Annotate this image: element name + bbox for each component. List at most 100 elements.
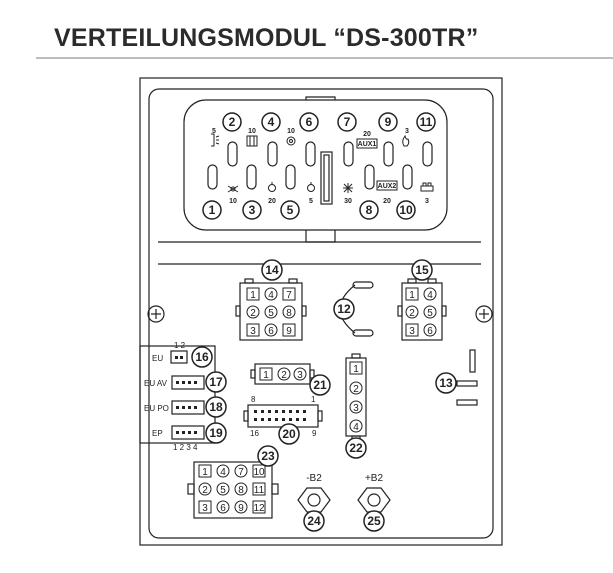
connector-23	[187, 461, 279, 519]
fuse-rating: 3	[425, 198, 429, 205]
pin-label: 9	[238, 503, 244, 514]
pin-square	[252, 482, 266, 496]
pin-label: 2	[250, 308, 256, 319]
fuse-callout	[280, 200, 300, 220]
central-holder-inner	[323, 154, 330, 202]
pin-label: 4	[353, 422, 359, 433]
pin-round	[282, 305, 296, 319]
pin-label: 6	[427, 326, 433, 337]
fuse-rating: 20	[268, 198, 276, 205]
fuse-rating: 20	[363, 131, 371, 138]
pin-square	[198, 500, 212, 514]
mounting-screw-left	[147, 305, 165, 323]
pin-label: 11	[254, 485, 265, 496]
pin-label: 7	[238, 467, 244, 478]
callout-21	[309, 374, 331, 396]
pin-label: 4	[427, 290, 433, 301]
fuse-slot-10	[402, 164, 413, 190]
pin-round	[216, 464, 230, 478]
callout-number: 18	[209, 400, 223, 414]
fuse-box	[183, 99, 448, 231]
pin-square	[246, 287, 260, 301]
sensor-icon	[268, 182, 276, 192]
pin-round	[423, 287, 437, 301]
fuse-rating: 10	[229, 198, 237, 205]
pin-label: 1	[250, 290, 256, 301]
central-holder	[320, 151, 333, 205]
terminal-bolt	[367, 493, 381, 507]
relay-icon	[420, 182, 434, 192]
pin-index: 1	[311, 395, 316, 404]
eu-po-label: EU PO	[144, 404, 169, 413]
terminal-minus-b2	[297, 487, 331, 513]
pin-label: 3	[202, 503, 208, 514]
fuse-number: 7	[344, 115, 351, 129]
pin-square	[282, 323, 296, 337]
callout-number: 23	[261, 449, 275, 463]
connector-17	[171, 375, 205, 390]
callout-number: 22	[349, 441, 363, 455]
module-inner-border	[148, 88, 494, 539]
side-panel	[139, 345, 216, 444]
fuse-number: 9	[385, 115, 392, 129]
pin-square	[405, 323, 419, 337]
pin-label: 3	[409, 326, 415, 337]
module-housing	[139, 77, 503, 546]
callout-number: 14	[265, 263, 279, 277]
fuse-rating: 5	[309, 198, 313, 205]
fuse-slot-4	[267, 141, 278, 167]
callout-22	[345, 437, 367, 459]
fuse-callout	[378, 112, 398, 132]
top-notch	[305, 96, 336, 100]
fuse-rating: 10	[287, 128, 295, 135]
fan-icon	[343, 183, 353, 193]
connector-20	[243, 404, 323, 428]
pin-label: 2	[409, 308, 415, 319]
pin-label: 1	[263, 370, 269, 381]
callout-20	[278, 423, 300, 445]
pin-round	[216, 482, 230, 496]
pin-label: 2	[353, 384, 359, 395]
fuse-number: 2	[229, 115, 236, 129]
fuse-callout	[337, 112, 357, 132]
aux1-box	[356, 138, 378, 149]
eu-label: EU	[152, 354, 163, 363]
horn-icon	[286, 136, 296, 146]
pin-square	[349, 361, 363, 375]
fuse-number: 8	[366, 203, 373, 217]
page-title: VERTEILUNGSMODUL “DS-300TR”	[54, 24, 479, 52]
fuse-callout	[299, 112, 319, 132]
fuse-rating: 30	[344, 198, 352, 205]
fuse-slot-1	[207, 164, 218, 190]
fuse-number: 6	[306, 115, 313, 129]
pin-label: 12	[253, 503, 265, 514]
fuse-callout	[222, 112, 242, 132]
callout-12	[333, 298, 355, 320]
flame-icon	[402, 134, 410, 147]
pin-label: 1	[202, 467, 208, 478]
pin-round	[423, 323, 437, 337]
callout-number: 15	[415, 263, 429, 277]
callout-number: 24	[307, 514, 321, 528]
pin-index: 9	[312, 429, 317, 438]
pin-label: 1	[353, 364, 359, 375]
pin-label: 5	[220, 485, 226, 496]
terminal-plus-b2	[357, 487, 391, 513]
fuse-rating: 3	[405, 128, 409, 135]
pin-label: 8	[238, 485, 244, 496]
callout-18	[205, 396, 227, 418]
connector-19	[171, 425, 205, 440]
fuse-rating: 10	[248, 128, 256, 135]
fuse-callout	[359, 200, 379, 220]
fuse-slot-8	[364, 164, 375, 190]
pin-round	[349, 419, 363, 433]
connector-18	[171, 400, 205, 415]
fuse-callout	[416, 112, 436, 132]
plus-b2-label: +B2	[365, 473, 384, 484]
callout-13	[435, 372, 457, 394]
pin-label: 7	[286, 290, 292, 301]
connector-15	[397, 278, 447, 341]
pin-label: 4	[268, 290, 274, 301]
fuse-number: 10	[399, 203, 413, 217]
